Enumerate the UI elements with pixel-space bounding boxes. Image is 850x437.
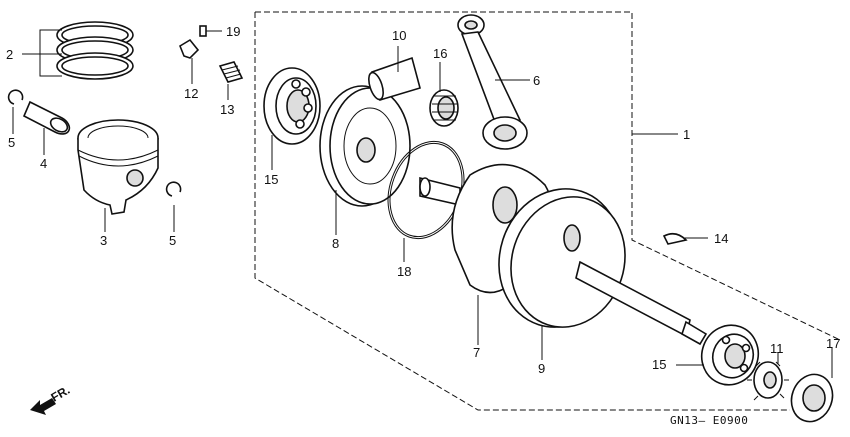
spring <box>218 61 244 100</box>
label-7: 7 <box>473 345 480 360</box>
piston-clip-right <box>165 181 182 232</box>
label-3: 3 <box>100 233 107 248</box>
label-1: 1 <box>683 127 690 142</box>
label-8: 8 <box>332 236 339 251</box>
label-15-left: 15 <box>264 172 278 187</box>
bearing-right <box>676 324 760 386</box>
label-12: 12 <box>184 86 198 101</box>
assembly-boundary <box>254 11 841 411</box>
oil-seal-disc <box>319 85 411 235</box>
bearing-left <box>263 67 321 170</box>
label-9: 9 <box>538 361 545 376</box>
needle-bearing <box>429 62 459 127</box>
timing-gear <box>747 352 789 401</box>
piston <box>77 119 159 232</box>
oil-seal <box>790 348 834 423</box>
label-13: 13 <box>220 102 234 117</box>
label-4: 4 <box>40 156 47 171</box>
crank-pin <box>368 46 421 101</box>
label-19: 19 <box>226 24 240 39</box>
piston-rings <box>22 21 134 80</box>
label-10: 10 <box>392 28 406 43</box>
label-6: 6 <box>533 73 540 88</box>
oil-jet <box>179 38 200 84</box>
label-5-left: 5 <box>8 135 15 150</box>
piston-pin <box>22 100 71 155</box>
diagram-code: GN13— E0900 <box>670 414 748 427</box>
label-17: 17 <box>826 336 840 351</box>
label-15-right: 15 <box>652 357 666 372</box>
pin-19 <box>199 25 222 37</box>
label-11: 11 <box>770 341 784 356</box>
label-16: 16 <box>433 46 447 61</box>
label-2: 2 <box>6 47 13 62</box>
crankshaft-right <box>498 188 708 360</box>
label-5-right: 5 <box>169 233 176 248</box>
connecting-rod <box>457 14 530 150</box>
front-direction-arrow-icon <box>30 398 56 415</box>
piston-clip-left <box>7 89 24 134</box>
label-18: 18 <box>397 264 411 279</box>
label-14: 14 <box>714 231 728 246</box>
woodruff-key <box>662 232 708 245</box>
